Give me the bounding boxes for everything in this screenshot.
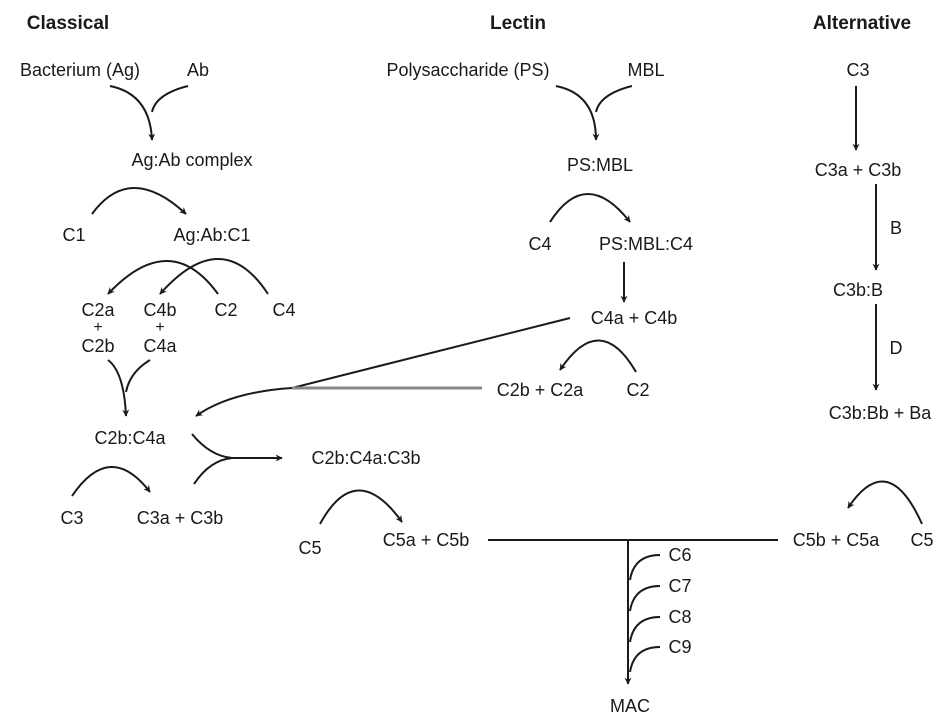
lectin-c2-cleavage-arrow [559,339,637,373]
alt-c3a-c3b-label: C3a + C3b [814,160,902,180]
ag-ab-complex-label: Ag:Ab complex [131,150,253,170]
c1-binding-arrow [91,187,187,215]
c3b-b-label: C3b:B [832,280,884,300]
ab-label: Ab [186,60,210,80]
alt-c5-cleavage-arrow [847,480,923,525]
ag-ab-c1-label: Ag:Ab:C1 [173,225,251,245]
c2b-c4a-label: C2b:C4a [94,428,166,448]
c3b-bb-ba-label: C3b:Bb + Ba [828,403,932,423]
bacterium-label: Bacterium (Ag) [19,60,141,80]
classical-c2-label: C2 [214,300,238,320]
c2b-c4a-converge-arrow [107,359,130,417]
mbl-converge-line [595,85,633,113]
ag-ab-converge-arrow [109,85,156,141]
alternative-header: Alternative [812,13,912,34]
c5b-c5a-label: C5b + C5a [792,530,880,550]
c2a-label: C2a [81,300,115,320]
c8-label: C8 [668,607,692,627]
c7-join-hook [629,585,661,612]
c4a-converge-line [125,359,151,393]
c4a-c4b-label: C4a + C4b [590,308,678,328]
c4a-label: C4a [143,336,177,356]
ps-mbl-c4-label: PS:MBL:C4 [598,234,694,254]
mbl-label: MBL [627,60,665,80]
classical-c3a-c3b-label: C3a + C3b [136,508,224,528]
c9-join-hook [629,646,661,673]
c4b-label: C4b [143,300,177,320]
c4b-to-convertase-line [195,317,571,417]
c2b-c2a-label: C2b + C2a [496,380,584,400]
lectin-header: Lectin [490,13,546,34]
c8-join-hook [629,616,661,643]
c3-convertase-converge-line [191,433,233,459]
factor-b-label: B [889,218,903,238]
classical-c3-label: C3 [60,508,84,528]
c3b-converge-line [193,457,233,485]
c6-label: C6 [668,545,692,565]
c4-cleavage-arrow [159,258,269,295]
classical-c3-cleavage-arrow [71,466,151,497]
lectin-c4-binding-arrow [549,193,631,223]
c7-label: C7 [668,576,692,596]
c2-cleavage-arrow [107,260,219,295]
c2b-label: C2b [81,336,115,356]
classical-header: Classical [26,13,110,34]
c6-join-hook [629,554,661,581]
terminal-c5-label: C5 [298,538,322,558]
lectin-c2-label: C2 [626,380,650,400]
terminal-c5-cleavage-arrow [319,489,403,525]
ab-converge-line [151,85,189,113]
alt-c3-label: C3 [846,60,870,80]
c5a-c5b-label: C5a + C5b [382,530,470,550]
c2b-c4a-c3b-label: C2b:C4a:C3b [311,448,421,468]
c9-label: C9 [668,637,692,657]
factor-d-label: D [889,338,903,358]
classical-c4-label: C4 [272,300,296,320]
plus-sign: + [155,319,165,336]
mac-label: MAC [610,696,650,716]
plus-sign: + [93,319,103,336]
c1-label: C1 [62,225,86,245]
lectin-c4-label: C4 [528,234,552,254]
polysaccharide-label: Polysaccharide (PS) [386,60,550,80]
alt-c5-label: C5 [910,530,934,550]
ps-mbl-label: PS:MBL [566,155,634,175]
ps-mbl-converge-arrow [555,85,600,141]
